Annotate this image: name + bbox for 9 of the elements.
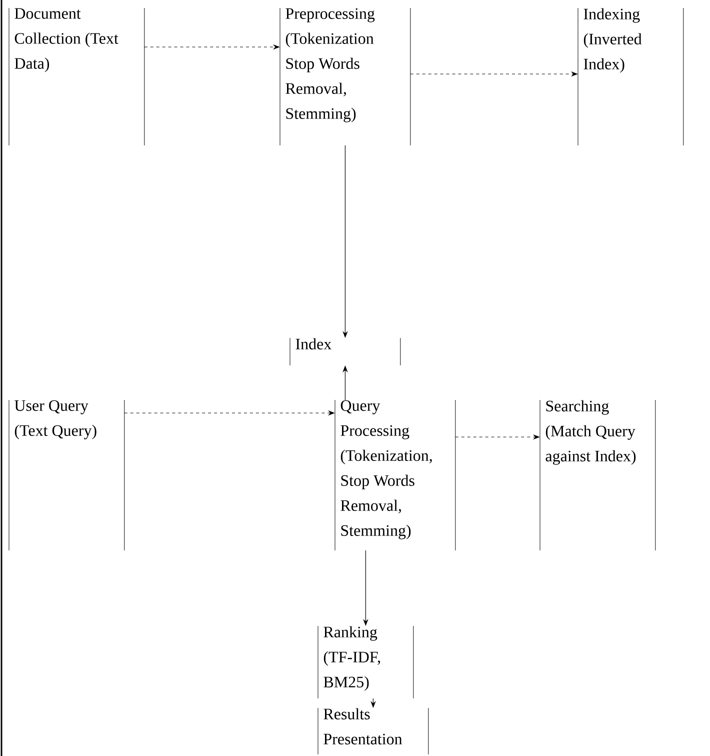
text-box: Query Processing (Tokenization, Stop Words Removal, Stemming) xyxy=(334,400,456,551)
text-box: Ranking (TF-IDF, BM25) xyxy=(318,626,414,699)
text-box: Document Collection (Text Data) xyxy=(8,8,145,146)
text-box: Index xyxy=(290,338,401,366)
text-box: User Query (Text Query) xyxy=(8,400,125,551)
text-box: Searching (Match Query against Index) xyxy=(540,400,656,551)
text-box: Results Presentation xyxy=(318,708,429,755)
text-box: Preprocessing (Tokenization Stop Words Removal, Stemming) xyxy=(280,8,411,146)
text-box: Indexing (Inverted Index) xyxy=(578,8,684,146)
